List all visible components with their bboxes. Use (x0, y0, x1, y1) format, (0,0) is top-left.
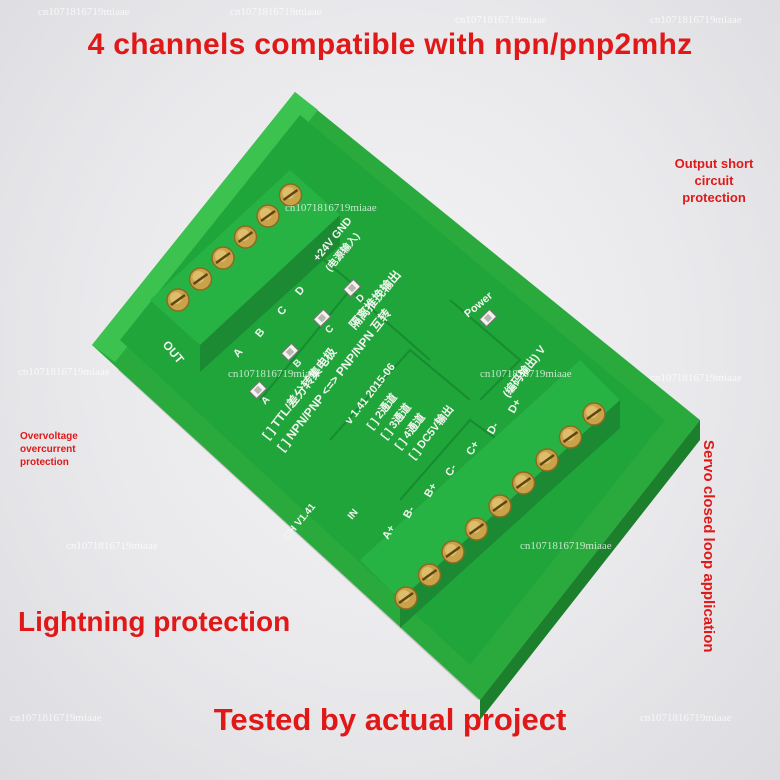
input-pin-label: B- (401, 504, 417, 520)
terminal-screw (582, 402, 606, 426)
terminal-screw (188, 267, 213, 291)
servo-application-note: Servo closed loop application (700, 440, 717, 653)
terminal-screw (417, 563, 442, 587)
terminal-screw (233, 225, 258, 249)
output-terminal-block (150, 170, 340, 372)
output-protection-note: Output short circuit protection (674, 156, 754, 205)
watermark: cn1071816719miaae (285, 202, 377, 214)
terminal-screw (166, 288, 190, 312)
watermark: cn1071816719miaae (230, 6, 322, 18)
overvoltage-protection-note: Overvoltage overcurrent protection (20, 431, 78, 468)
led-indicator (342, 278, 362, 298)
watermark: cn1071816719miaae (650, 14, 742, 26)
watermark: cn1071816719miaae (520, 540, 612, 552)
watermark: cn1071816719miaae (228, 368, 320, 380)
watermark: cn1071816719miaae (455, 14, 547, 26)
watermark: cn1071816719miaae (640, 712, 732, 724)
terminal-screw (256, 204, 280, 228)
watermark: cn1071816719miaae (38, 6, 130, 18)
headline: 4 channels compatible with npn/pnp2mhz (87, 28, 693, 61)
watermark: cn1071816719miaae (480, 368, 572, 380)
watermark: cn1071816719miaae (10, 712, 102, 724)
terminal-screw (511, 471, 536, 495)
terminal-screw (535, 448, 559, 472)
input-terminal-block (360, 360, 620, 628)
terminal-screw (441, 540, 465, 564)
terminal-screw (464, 517, 489, 541)
terminal-screw (394, 586, 418, 610)
led-indicator (312, 308, 332, 328)
terminal-screw (211, 246, 235, 270)
input-pin-label: C- (443, 462, 459, 478)
led-indicator (478, 308, 498, 328)
lightning-protection-note: Lightning protection (18, 606, 291, 637)
input-pin-label: D- (485, 420, 501, 436)
terminal-screw (488, 494, 512, 518)
led-indicator (248, 380, 268, 400)
watermark: cn1071816719miaae (650, 372, 742, 384)
led-indicator (280, 342, 300, 362)
terminal-screw (558, 425, 583, 449)
watermark: cn1071816719miaae (18, 366, 110, 378)
terminal-screw (278, 183, 303, 207)
watermark: cn1071816719miaae (66, 540, 158, 552)
tested-note: Tested by actual project (213, 702, 567, 737)
